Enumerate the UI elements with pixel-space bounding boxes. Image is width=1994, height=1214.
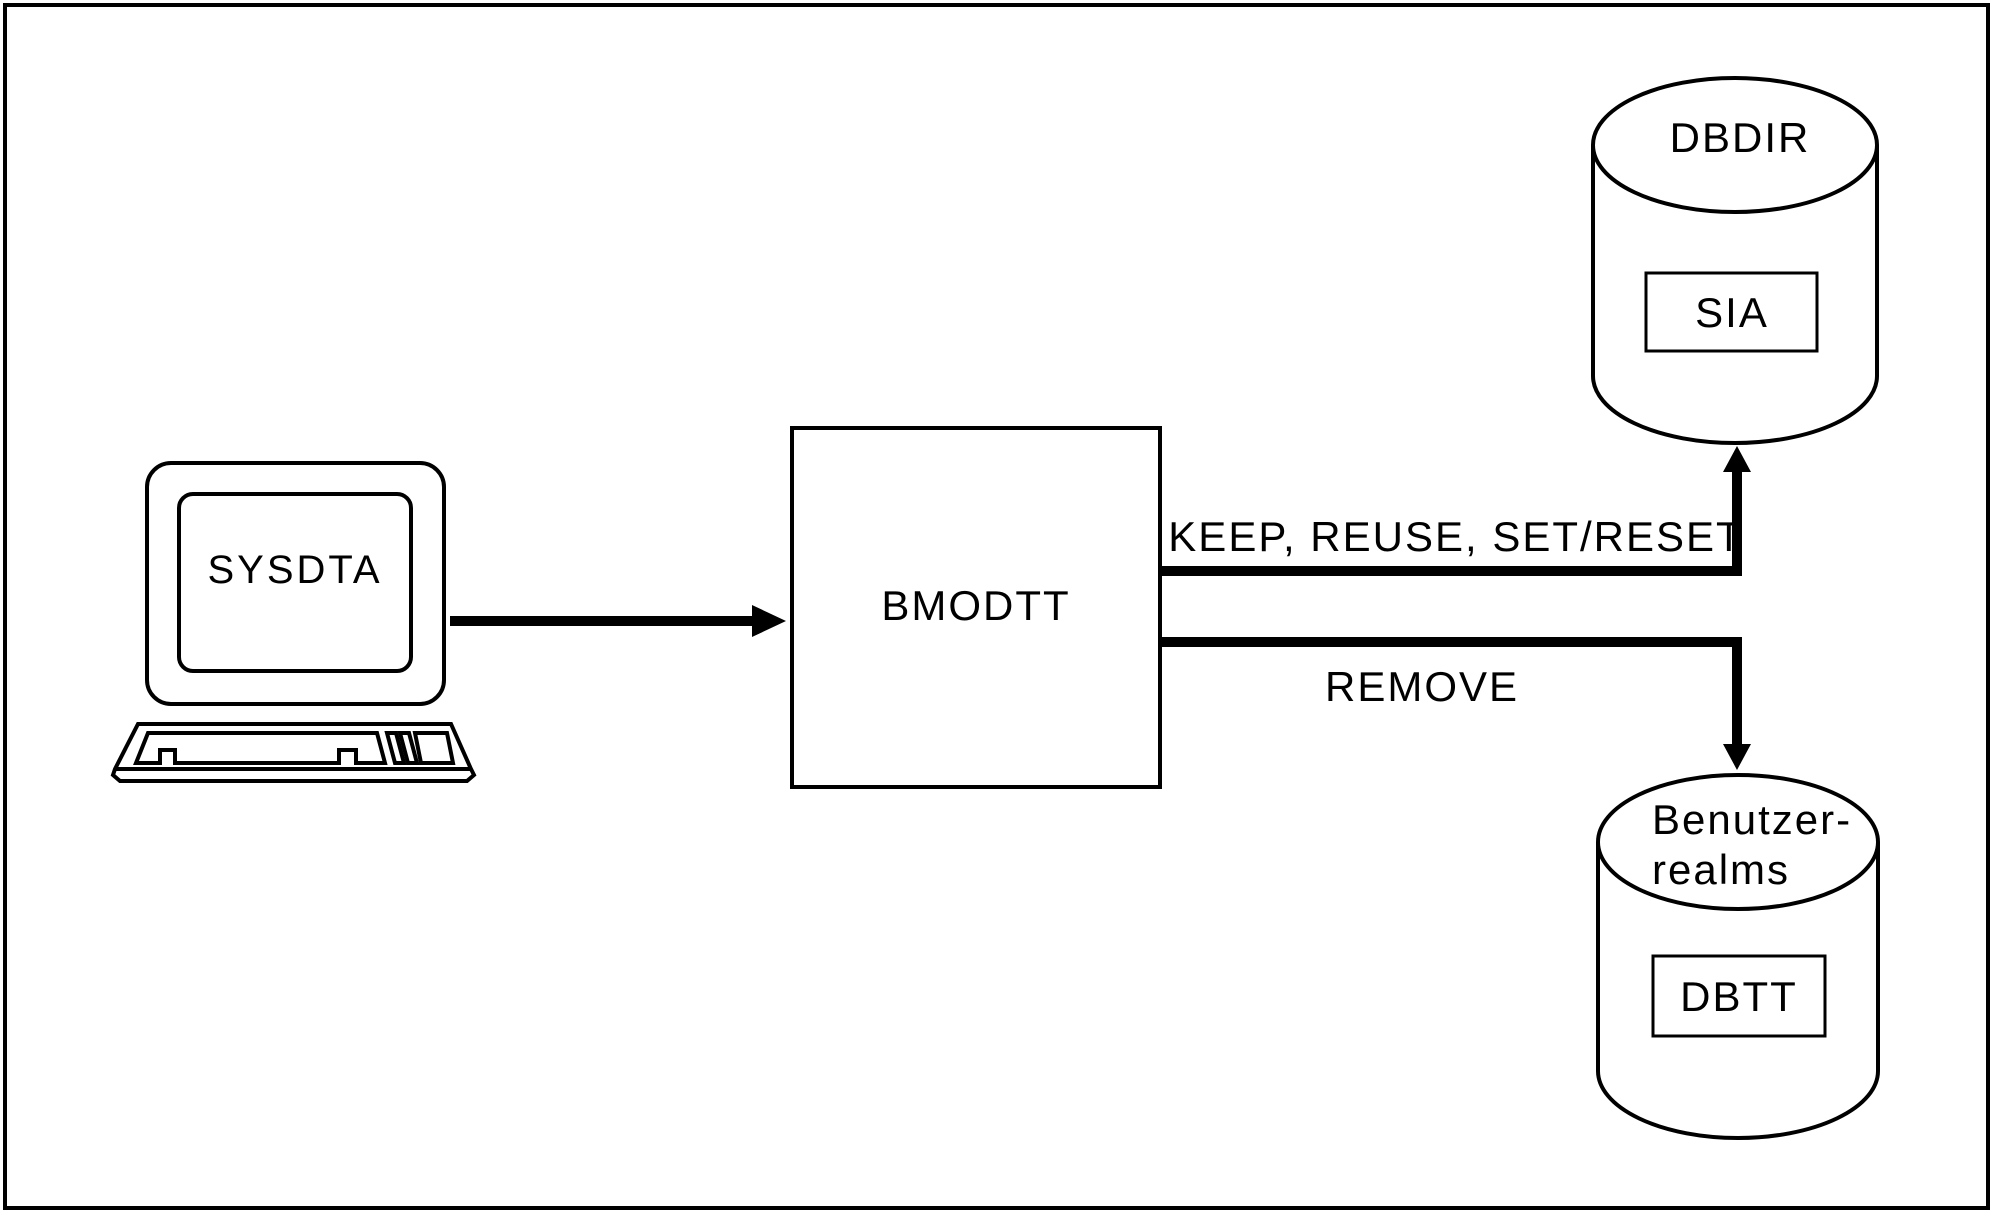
keyboard-stripe-key-2 — [397, 731, 420, 765]
top-cylinder-top — [1591, 76, 1879, 214]
bottom-db-title-line1: Benutzer- — [1652, 796, 1852, 843]
bottom-database-cylinder-icon — [1596, 773, 1880, 1140]
remove-arrow — [1160, 637, 1751, 770]
input-arrowhead-icon — [752, 605, 786, 637]
sia-box — [1644, 271, 1819, 353]
process-box-label: BMODTT — [881, 582, 1070, 629]
diagram-frame — [3, 3, 1990, 1210]
keyboard-wide-key — [412, 731, 456, 765]
terminal-screen-icon — [177, 492, 413, 673]
top-database-cylinder-icon — [1591, 76, 1879, 445]
remove-arrow-label: REMOVE — [1325, 663, 1519, 710]
dbtt-box-label: DBTT — [1680, 973, 1798, 1020]
keyboard-main-keys — [133, 731, 388, 765]
remove-arrowhead-icon — [1723, 744, 1751, 770]
process-box — [790, 426, 1162, 789]
input-arrow — [450, 605, 786, 637]
bottom-db-title-line2: realms — [1652, 846, 1790, 893]
terminal-screen-label: SYSDTA — [207, 548, 382, 592]
keep-arrowhead-icon — [1723, 446, 1751, 472]
keep-arrow-label: KEEP, REUSE, SET/RESET — [1168, 513, 1743, 560]
keyboard-stripe-key-1 — [384, 731, 407, 765]
sia-box-label: SIA — [1695, 289, 1769, 336]
keep-arrow — [1160, 446, 1751, 576]
bottom-cylinder-top — [1596, 773, 1880, 911]
dbtt-box — [1651, 954, 1827, 1038]
top-db-title: DBDIR — [1670, 114, 1811, 161]
terminal-keyboard-icon — [110, 722, 477, 783]
